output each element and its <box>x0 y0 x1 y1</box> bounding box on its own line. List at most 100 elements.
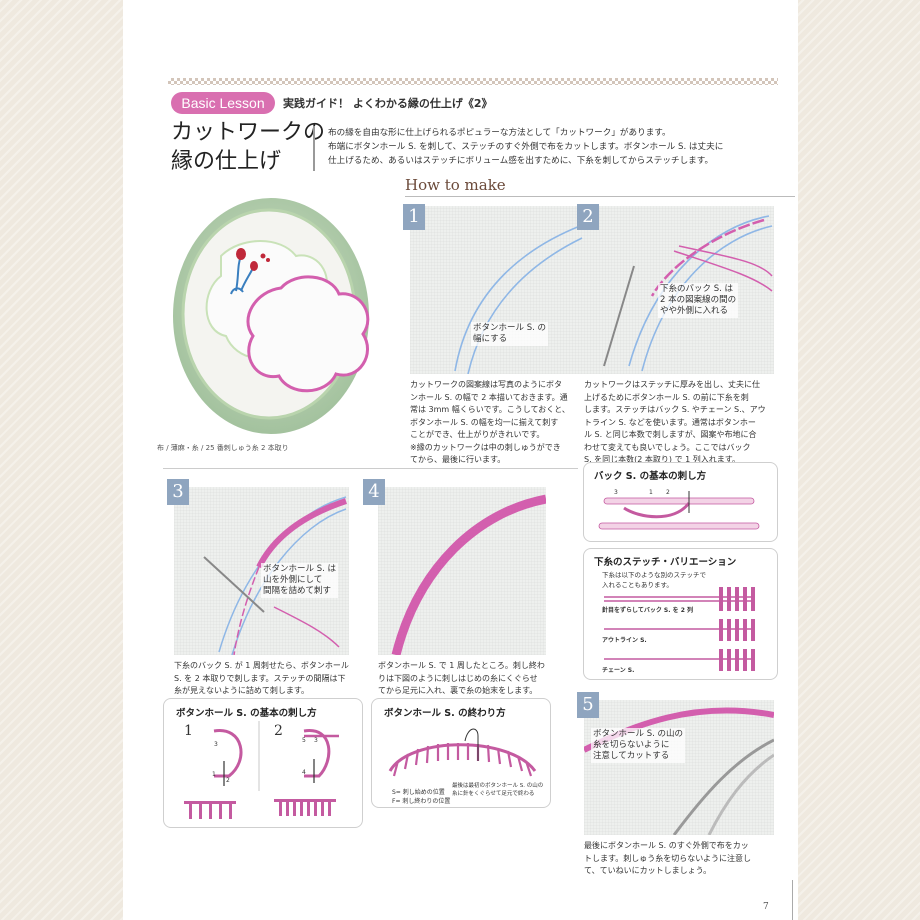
intro-text: 布の縁を自由な形に仕上げられるポピュラーな方法として「カットワーク」があります。… <box>328 126 783 168</box>
buttonhole-end-illustration <box>388 728 537 777</box>
page-spine <box>792 880 793 920</box>
desc-line: てから足元に入れ、裏で糸の始末をします。 <box>378 686 538 695</box>
variation-row-label: アウトライン S. <box>602 637 647 644</box>
magazine-page: Basic Lesson 実践ガイド！ よくわかる縁の仕上げ《2》 カットワーク… <box>123 0 798 920</box>
variation-row-label: 針目をずらしてバック S. を 2 列 <box>602 607 693 614</box>
finished-doily-photo <box>173 198 370 434</box>
stitch-num: 2 <box>226 777 230 784</box>
desc-line: トライン S. などを使います。通常はボタンホー <box>584 417 756 427</box>
step5-description: 最後にボタンホール S. のすぐ外側で布をカッ トします。刺しゅう糸を切らないよ… <box>584 840 779 878</box>
desc-line: てから、最後に行います。 <box>410 455 506 464</box>
section-divider <box>163 468 578 469</box>
page-title: カットワークの 縁の仕上げ <box>171 118 325 176</box>
step-number: 4 <box>363 479 385 505</box>
stitch-num: 2 <box>666 489 670 496</box>
callout-line: 山を外側にして <box>263 575 323 585</box>
callout-line: 糸を切らないように <box>593 740 670 750</box>
variation-row-label: チェーン S. <box>602 667 635 674</box>
back-stitch-lines <box>603 215 773 372</box>
scissors-blade <box>707 753 774 835</box>
desc-line: カットワークの図案線は写真のようにボタ <box>410 380 562 389</box>
note-line: 入れることもあります。 <box>602 581 673 589</box>
cutting-illustration <box>584 707 774 835</box>
step-number: 5 <box>577 692 599 718</box>
variation-illustration <box>604 587 755 671</box>
desc-line: ことができ、仕上がりがきれいです。 <box>410 430 545 439</box>
callout-line: ボタンホール S. の <box>473 323 547 333</box>
scissors-blade <box>672 738 774 835</box>
desc-line: て、ていねいにカットしましょう。 <box>584 866 712 875</box>
note-line: 最後は最初のボタンホール S. の山の <box>452 783 544 789</box>
buttonhole-basic-diagram: ボタンホール S. の基本の刺し方 1 2 3 1 2 5 3 4 <box>163 698 363 828</box>
lesson-subtitle: 実践ガイド！ よくわかる縁の仕上げ《2》 <box>283 97 493 110</box>
completed-buttonhole <box>391 494 546 655</box>
callout-line: ボタンホール S. の山の <box>593 729 684 739</box>
intro-line: 布端にボタンホール S. を刺して、ステッチのすぐ外側で布をカットします。ボタン… <box>328 142 724 152</box>
step2-description: カットワークはステッチに厚みを出し、丈夫に仕 上げるためにボタンホール S. の… <box>584 379 774 467</box>
buttonhole-end-diagram: ボタンホール S. の終わり方 S= 刺し始めの位置 F= 刺し終わりの位置 最… <box>371 698 551 808</box>
desc-line: します。ステッチはバック S. やチェーン S.、アウ <box>584 405 766 414</box>
desc-line: 最後にボタンホール S. のすぐ外側で布をカッ <box>584 841 749 850</box>
needle <box>603 265 635 367</box>
legend-line: S= 刺し始めの位置 <box>392 789 445 796</box>
stitch-num: 4 <box>302 769 306 776</box>
variation-diagram: 下糸のステッチ・バリエーション 下糸は以下のような別のステッチで 入れることもあ… <box>583 548 778 680</box>
buttonhole-progress <box>203 496 347 655</box>
tulip-embroidery <box>230 248 270 295</box>
page-number: 7 <box>763 902 769 912</box>
callout-line: やや外側に入れる <box>660 306 729 316</box>
title-line-2: 縁の仕上げ <box>171 149 282 174</box>
desc-line: 常は 3mm 幅くらいです。こうしておくと、 <box>410 405 570 414</box>
stitch-num: 3 <box>614 489 618 496</box>
stitch-num: 1 <box>212 771 216 778</box>
step4-description: ボタンホール S. で 1 周したところ。刺し終わ りは下図のように刺しはじめの… <box>378 660 558 698</box>
step3-callout: ボタンホール S. は 山を外側にして 間隔を詰めて刺す <box>261 563 339 598</box>
diagram-title: バック S. の基本の刺し方 <box>594 471 707 482</box>
step5-photo <box>584 700 774 835</box>
note-line: 糸に針をくぐらせて足元で終わる <box>452 791 535 797</box>
callout-line: 注意してカットする <box>593 751 670 761</box>
step4-photo <box>378 487 546 655</box>
callout-line: 幅にする <box>473 334 508 344</box>
back-stitch-illustration <box>598 491 760 530</box>
step-label: 1 <box>184 723 193 739</box>
callout-line: 2 本の図案線の間の <box>660 295 737 305</box>
step1-description: カットワークの図案線は写真のようにボタ ンホール S. の幅で 2 本描いておき… <box>410 379 585 467</box>
main-photo-caption: 布 / 薄麻・糸 / 25 番刺しゅう糸 2 本取り <box>157 444 289 452</box>
step-number: 2 <box>577 204 599 230</box>
intro-line: 布の縁を自由な形に仕上げられるポピュラーな方法として「カットワーク」があります。 <box>328 128 671 138</box>
stitch-num: 3 <box>214 741 218 748</box>
desc-line: カットワークはステッチに厚みを出し、丈夫に仕 <box>584 380 760 389</box>
checker-border <box>168 78 778 85</box>
step-number: 1 <box>403 204 425 230</box>
end-note: 最後は最初のボタンホール S. の山の 糸に針をくぐらせて足元で終わる <box>452 781 543 797</box>
step3-description: 下糸のバック S. が 1 周刺せたら、ボタンホール S. を 2 本取りで刺し… <box>174 660 354 698</box>
lesson-tag: Basic Lesson <box>171 92 275 114</box>
legend-line: F= 刺し終わりの位置 <box>392 798 451 805</box>
desc-line: 上げるためにボタンホール S. の前に下糸を刺 <box>584 392 749 402</box>
needle <box>203 556 265 613</box>
desc-line: ※縁のカットワークは中の刺しゅうができ <box>410 442 561 452</box>
step1-callout: ボタンホール S. の 幅にする <box>471 322 549 346</box>
desc-line: S. を 2 本取りで刺します。ステッチの間隔は下 <box>174 673 346 683</box>
howto-rule <box>405 196 795 197</box>
title-line-1: カットワークの <box>171 120 326 145</box>
howto-heading: How to make <box>405 176 506 194</box>
front-doily <box>246 275 370 393</box>
intro-line: 仕上げるため、あるいはステッチにボリューム感を出すために、下糸を刺してからステッ… <box>328 156 714 166</box>
desc-line: ル S. と同じ本数で刺しますが、図案や布地に合 <box>584 430 757 439</box>
stitch-num: 1 <box>649 489 653 496</box>
diagram-title: ボタンホール S. の基本の刺し方 <box>176 708 317 719</box>
stitch-num: 3 <box>314 737 318 744</box>
note-line: 下糸は以下のような別のステッチで <box>602 571 706 579</box>
callout-line: 下糸のバック S. は <box>660 284 734 294</box>
variation-note: 下糸は以下のような別のステッチで 入れることもあります。 <box>602 569 706 589</box>
legend: S= 刺し始めの位置 F= 刺し終わりの位置 <box>392 787 450 805</box>
step2-callout: 下糸のバック S. は 2 本の図案線の間の やや外側に入れる <box>658 283 739 318</box>
desc-line: わせて変えても良いでしょう。ここではバック <box>584 442 751 452</box>
desc-line: ンホール S. の幅で 2 本描いておきます。通 <box>410 392 568 402</box>
step-number: 3 <box>167 479 189 505</box>
desc-line: 糸が見えないように詰めて刺します。 <box>174 686 310 695</box>
step-label: 2 <box>274 723 283 739</box>
back-stitch-diagram: バック S. の基本の刺し方 3 1 2 <box>583 462 778 542</box>
